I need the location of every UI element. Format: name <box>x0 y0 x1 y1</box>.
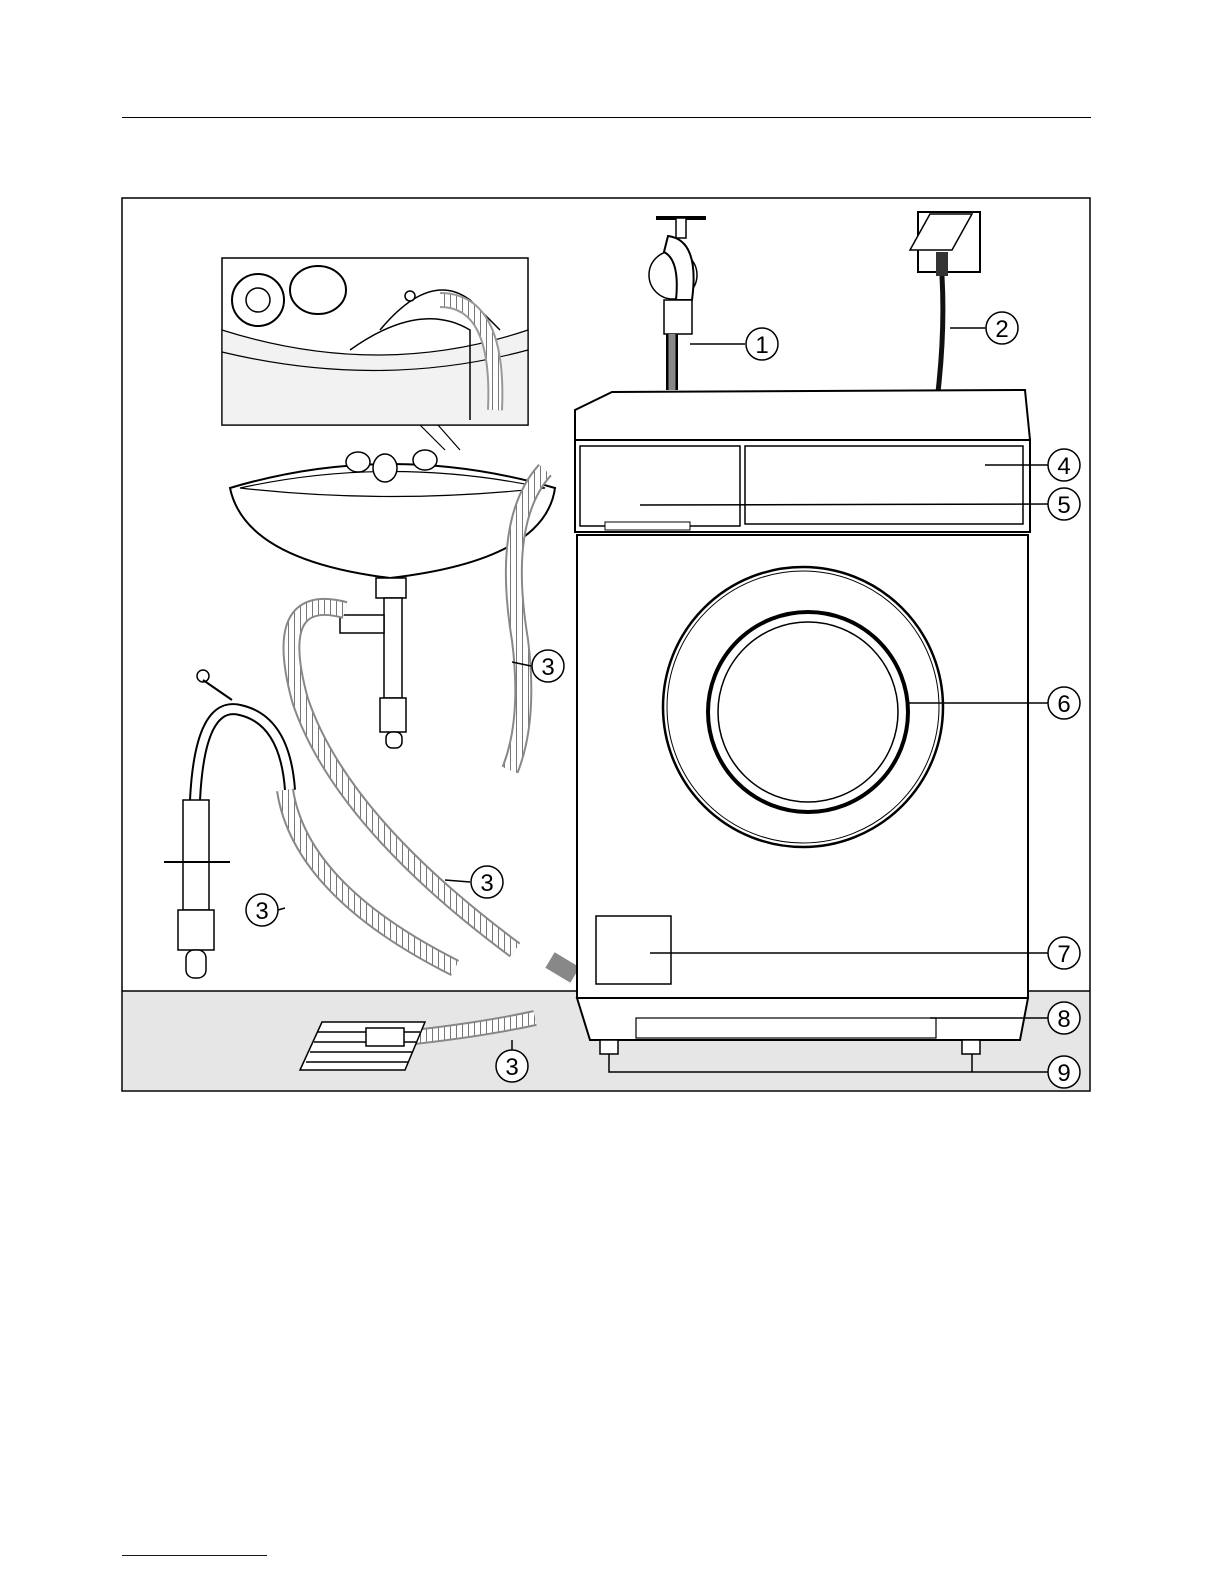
callout-2-label: 2 <box>995 316 1008 343</box>
floor-drain <box>300 1022 425 1070</box>
callout-8-label: 8 <box>1057 1006 1070 1033</box>
callout-7: 7 <box>1048 937 1080 969</box>
callout-3-sink-hose: 3 <box>532 650 564 682</box>
callout-6-label: 6 <box>1057 691 1070 718</box>
washing-machine <box>575 390 1030 1054</box>
callout-6: 6 <box>1048 687 1080 719</box>
callout-3c-label: 3 <box>255 898 268 925</box>
callout-5-label: 5 <box>1057 492 1070 519</box>
callout-3-standpipe-hose: 3 <box>246 894 278 926</box>
callout-3-siphon-hose: 3 <box>471 866 503 898</box>
callout-3b-label: 3 <box>480 870 493 897</box>
kick-panel <box>636 1018 936 1038</box>
callout-9: 9 <box>1048 1056 1080 1088</box>
control-panel <box>745 446 1023 524</box>
callout-9-label: 9 <box>1057 1060 1070 1087</box>
callout-7-label: 7 <box>1057 941 1070 968</box>
callout-3a-label: 3 <box>541 654 554 681</box>
inset-detail-sink-hook <box>222 258 528 450</box>
foot-left <box>600 1040 618 1054</box>
callout-2: 2 <box>986 312 1018 344</box>
footer-link-underline[interactable] <box>122 1555 267 1556</box>
callout-4-label: 4 <box>1057 453 1070 480</box>
detergent-drawer <box>580 446 740 526</box>
foot-right <box>962 1040 980 1054</box>
callout-3d-label: 3 <box>505 1054 518 1081</box>
callout-5: 5 <box>1048 488 1080 520</box>
callout-1-label: 1 <box>755 332 768 359</box>
callout-1: 1 <box>746 328 778 360</box>
service-panel <box>596 916 671 984</box>
callout-3-floor-hose: 3 <box>496 1050 528 1082</box>
callout-8: 8 <box>1048 1002 1080 1034</box>
callout-4: 4 <box>1048 449 1080 481</box>
